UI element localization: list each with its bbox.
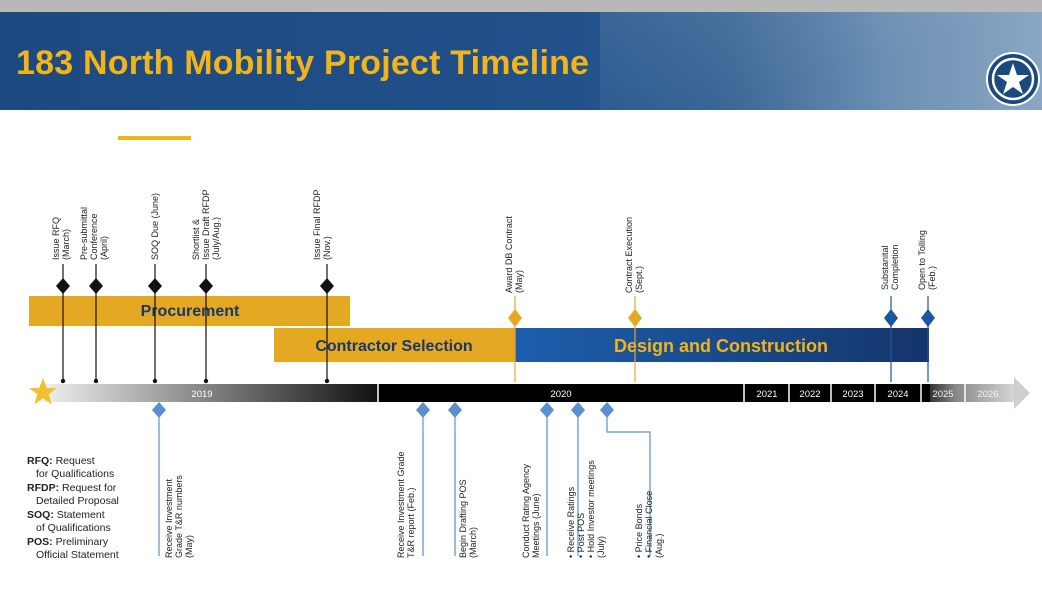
milestone-diamond xyxy=(89,278,103,294)
milestone-label-award-db: Award DB Contract(May) xyxy=(504,216,524,293)
milestone-label-receive-tr-report: Receive Investment GradeT&R report (Feb.… xyxy=(396,451,416,558)
legend-text: Request xyxy=(55,455,95,467)
milestone-diamond xyxy=(448,402,462,418)
milestone-diamond xyxy=(148,278,162,294)
legend-abbr: POS: xyxy=(27,536,53,548)
legend-entry-rfq: RFQ: Request for Qualifications xyxy=(27,455,119,481)
year-label-2020: 2020 xyxy=(550,389,571,400)
milestone-label-shortlist: Shortlist &Issue Draft RFDP(July/Aug.) xyxy=(191,189,221,260)
design-construction-bar xyxy=(515,328,929,362)
top-bar xyxy=(0,0,1042,12)
milestone-label-rating-agency: Conduct Rating AgencyMeetings (June) xyxy=(521,463,541,558)
milestone-diamond xyxy=(628,309,642,327)
legend-abbr: RFDP: xyxy=(27,482,60,494)
milestone-diamond xyxy=(571,402,585,418)
milestone-label-open-to-tolling: Open to Tolling(Feb.) xyxy=(917,230,937,290)
legend-text: Detailed Proposal xyxy=(36,495,119,507)
legend-text: for Qualifications xyxy=(36,468,115,480)
milestone-diamond xyxy=(416,402,430,418)
legend-text: Statement xyxy=(56,509,105,521)
milestone-dot xyxy=(93,378,99,384)
legend-text: Request for xyxy=(62,482,117,494)
legend-entry-pos: POS: Preliminary Official Statement xyxy=(27,536,119,562)
milestone-diamond xyxy=(540,402,554,418)
milestone-label-receive-ratings: • Receive Ratings• Post POS• Hold Invest… xyxy=(566,460,606,558)
page-title: 183 North Mobility Project Timeline xyxy=(16,44,590,82)
milestone-label-final-rfdp: Issue Final RFDP(Nov.) xyxy=(312,189,332,260)
milestone-dot xyxy=(60,378,66,384)
abbreviation-legend: RFQ: Request for Qualifications RFDP: Re… xyxy=(27,455,119,563)
header-photo xyxy=(600,12,1042,110)
milestone-dot xyxy=(324,378,330,384)
milestone-diamond xyxy=(152,402,166,418)
milestone-diamond xyxy=(320,278,334,294)
axis-2020-segment xyxy=(378,384,744,402)
axis-2019-segment xyxy=(40,384,378,402)
milestone-diamond xyxy=(199,278,213,294)
milestone-dot xyxy=(203,378,209,384)
milestone-label-soq-due: SOQ Due (June) xyxy=(150,193,160,260)
year-label-2019: 2019 xyxy=(191,389,212,400)
year-label-2024: 2024 xyxy=(887,389,908,400)
year-label-2026: 2026 xyxy=(977,389,998,400)
star-logo-icon xyxy=(986,52,1040,106)
milestone-diamond xyxy=(508,309,522,327)
milestone-diamond xyxy=(56,278,70,294)
year-label-2023: 2023 xyxy=(842,389,863,400)
milestone-label-receive-tr-numbers: Receive InvestmentGrade T&R numbers(May) xyxy=(164,475,194,558)
legend-text: of Qualifications xyxy=(36,522,111,534)
milestone-label-contract-execution: Contract Execution(Sept.) xyxy=(624,217,644,293)
legend-entry-rfdp: RFDP: Request for Detailed Proposal xyxy=(27,482,119,508)
axis-arrowhead xyxy=(1014,377,1030,409)
contractor-selection-bar xyxy=(274,328,515,362)
axis-tail xyxy=(930,384,1016,402)
milestone-label-begin-drafting-pos: Begin Drafting POS(March) xyxy=(458,479,478,558)
legend-text: Preliminary xyxy=(55,536,109,548)
milestone-label-substantial-completion: SubstanitalCompletion xyxy=(880,244,900,290)
contractor-selection-label: Contractor Selection xyxy=(315,338,472,355)
bottom-connectors xyxy=(158,410,651,556)
milestone-diamond xyxy=(921,309,935,327)
milestone-label-issue-rfq: Issue RFQ(March) xyxy=(51,217,71,260)
procurement-label: Procurement xyxy=(141,303,240,320)
axis-later-segment xyxy=(744,384,970,402)
year-label-2025: 2025 xyxy=(932,389,953,400)
title-accent-line xyxy=(118,136,191,140)
milestone-diamond xyxy=(600,402,614,418)
year-label-2022: 2022 xyxy=(799,389,820,400)
milestone-diamond xyxy=(884,309,898,327)
milestone-label-pre-submittal: Pre-submittalConference(April) xyxy=(79,207,109,260)
star-icon xyxy=(29,378,57,405)
header-banner: 183 North Mobility Project Timeline xyxy=(0,12,1042,110)
legend-entry-soq: SOQ: Statement of Qualifications xyxy=(27,509,119,535)
legend-abbr: RFQ: xyxy=(27,455,53,467)
milestone-dot xyxy=(152,378,158,384)
design-construction-label: Design and Construction xyxy=(614,336,828,356)
milestone-label-price-bonds: • Price Bonds• Financial Close(Aug.) xyxy=(634,491,664,558)
year-label-2021: 2021 xyxy=(756,389,777,400)
procurement-bar xyxy=(29,296,350,326)
legend-text: Official Statement xyxy=(36,549,119,561)
legend-abbr: SOQ: xyxy=(27,509,54,521)
